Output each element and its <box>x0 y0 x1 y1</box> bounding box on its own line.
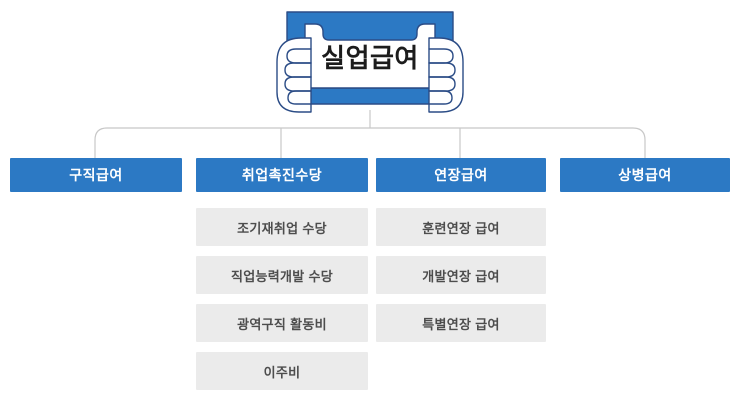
branch-box-employment-promotion-allowance[interactable]: 취업촉진수당 <box>196 158 368 192</box>
sub-item-early-reemployment-allowance[interactable]: 조기재취업 수당 <box>196 208 368 246</box>
sub-item-label: 훈련연장 급여 <box>422 220 500 236</box>
sub-item-special-extension-benefit[interactable]: 특별연장 급여 <box>376 304 546 342</box>
sub-item-vocational-ability-development-allowance[interactable]: 직업능력개발 수당 <box>196 256 368 294</box>
branch-label: 구직급여 <box>69 167 123 183</box>
sub-item-wide-area-job-search-expense[interactable]: 광역구직 활동비 <box>196 304 368 342</box>
branch-box-job-seeking-benefit[interactable]: 구직급여 <box>10 158 182 192</box>
sub-item-development-extension-benefit[interactable]: 개발연장 급여 <box>376 256 546 294</box>
sub-item-label: 이주비 <box>263 364 301 380</box>
sub-item-label: 직업능력개발 수당 <box>231 268 333 284</box>
sub-item-relocation-expense[interactable]: 이주비 <box>196 352 368 390</box>
sub-item-label: 특별연장 급여 <box>422 316 500 332</box>
sub-item-label: 조기재취업 수당 <box>237 220 327 236</box>
branch-box-injury-sickness-benefit[interactable]: 상병급여 <box>560 158 730 192</box>
sub-item-label: 개발연장 급여 <box>422 268 500 284</box>
sub-item-label: 광역구직 활동비 <box>237 316 327 332</box>
branch-label: 상병급여 <box>618 167 672 183</box>
branch-box-extended-benefit[interactable]: 연장급여 <box>376 158 546 192</box>
sub-item-training-extension-benefit[interactable]: 훈련연장 급여 <box>376 208 546 246</box>
branch-label: 취업촉진수당 <box>241 167 323 183</box>
hands-holding-sign-icon <box>276 11 464 113</box>
branch-label: 연장급여 <box>434 167 488 183</box>
root-node: 실업급여 <box>265 4 475 119</box>
